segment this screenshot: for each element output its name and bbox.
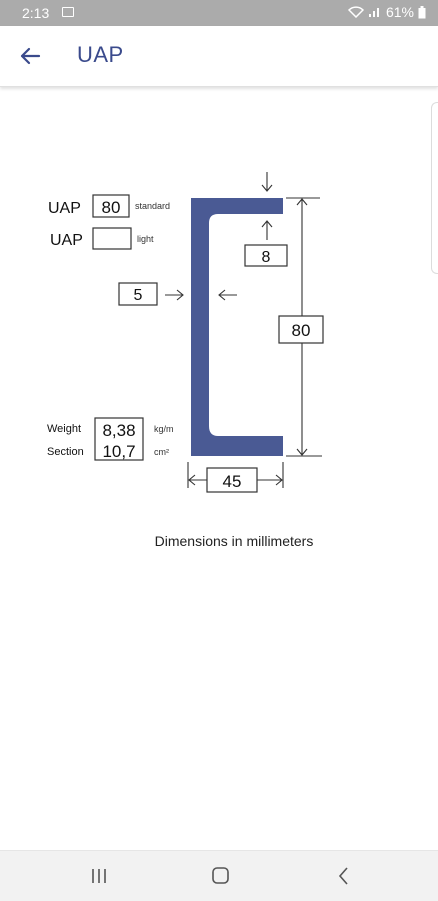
standard-value-box[interactable] xyxy=(92,194,130,218)
section-label: Section xyxy=(47,446,84,458)
battery-icon xyxy=(418,5,426,18)
flange-bottom-arrow xyxy=(261,220,273,240)
flange-top-arrow xyxy=(261,172,273,192)
recents-button[interactable] xyxy=(85,863,113,889)
app-bar: UAP xyxy=(0,26,438,87)
back-button[interactable] xyxy=(14,40,46,72)
standard-value: 80 xyxy=(102,198,121,217)
status-time: 2:13 xyxy=(22,5,50,21)
light-prefix: UAP xyxy=(50,232,83,249)
weight-section-box xyxy=(94,417,144,461)
home-button[interactable] xyxy=(206,863,234,889)
flange-thickness-box xyxy=(244,244,288,267)
dimensions-caption: Dimensions in millimeters xyxy=(154,533,314,549)
standard-prefix: UAP xyxy=(48,200,81,217)
flange-thickness-value: 8 xyxy=(262,249,271,266)
profile-diagram: UAP 80 standard UAP light 8 5 80 45 Weig… xyxy=(47,172,324,493)
web-thickness-box xyxy=(118,282,158,306)
wifi-icon xyxy=(347,6,364,18)
width-value: 45 xyxy=(223,472,242,491)
system-nav-bar xyxy=(0,850,438,901)
recents-icon xyxy=(92,869,106,883)
light-label: light xyxy=(137,234,154,244)
section-value: 10,7 xyxy=(102,442,135,461)
chevron-left-icon xyxy=(338,867,348,885)
page-title: UAP xyxy=(77,42,124,67)
nav-back-button[interactable] xyxy=(330,863,358,889)
web-left-arrow xyxy=(165,289,184,301)
light-value-box[interactable] xyxy=(92,227,132,250)
gallery-icon xyxy=(62,7,74,17)
channel-profile-shape xyxy=(191,198,283,456)
arrow-left-icon xyxy=(20,47,41,65)
web-right-arrow xyxy=(218,289,237,301)
weight-label: Weight xyxy=(47,423,81,435)
section-unit: cm² xyxy=(154,447,169,457)
height-box xyxy=(278,315,324,344)
width-box xyxy=(206,467,258,493)
battery-percent: 61% xyxy=(385,4,414,20)
weight-unit: kg/m xyxy=(154,424,174,434)
weight-value: 8,38 xyxy=(102,421,135,440)
signal-icon xyxy=(368,8,379,17)
home-icon xyxy=(212,867,229,884)
scroll-edge-indicator xyxy=(431,102,438,274)
height-value: 80 xyxy=(292,321,311,340)
status-right: 61% xyxy=(347,4,426,20)
status-bar: 2:13 61% xyxy=(0,0,438,26)
web-thickness-value: 5 xyxy=(134,287,143,304)
standard-label: standard xyxy=(135,201,170,211)
